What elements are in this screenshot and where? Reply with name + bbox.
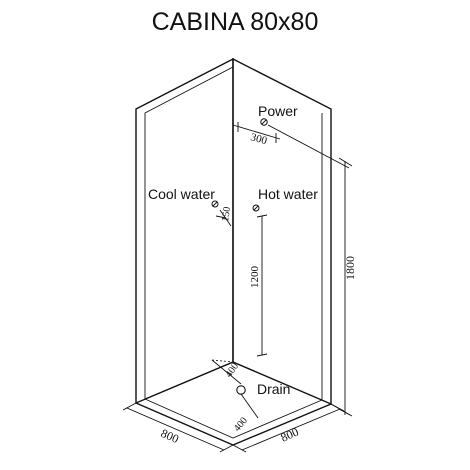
width-left-dimension [122, 402, 234, 453]
total-height-dimension [267, 124, 353, 417]
cool-water-label: Cool water [148, 186, 215, 202]
cool-water-icon [211, 200, 219, 208]
cool-water-outlet [211, 200, 219, 208]
power-outlet [260, 118, 268, 126]
cool-hot-offset-dimension [215, 209, 232, 227]
power-outlet-icon [260, 118, 268, 126]
power-offset-dimension [232, 122, 281, 143]
drain-icon [236, 385, 246, 395]
diagram-title: CABINA 80x80 [152, 8, 319, 36]
cool-hot-offset-value: 150 [220, 206, 233, 222]
cabin-walls [135, 57, 332, 446]
width-right-dimension [232, 403, 345, 453]
hot-water-height-value: 1200 [249, 266, 261, 289]
total-height-value: 1800 [343, 256, 357, 280]
drain-offset-dimension-top [211, 359, 242, 385]
left-wall-inner-edge [144, 66, 234, 400]
floor-inner-edge [144, 398, 323, 439]
width-right-value: 800 [279, 425, 301, 445]
drain-offset-bottom-value: 400 [232, 415, 250, 434]
hot-water-label: Hot water [258, 186, 318, 202]
power-label: Power [258, 103, 298, 119]
hot-water-icon [252, 204, 260, 212]
power-offset-value: 300 [249, 131, 269, 147]
drain-outlet [236, 385, 246, 395]
drain-offset-dimension-bottom [240, 393, 259, 419]
hot-water-outlet [252, 204, 260, 212]
drain-label: Drain [257, 381, 290, 397]
width-left-value: 800 [159, 426, 181, 446]
hot-water-height-dimension [256, 214, 268, 357]
